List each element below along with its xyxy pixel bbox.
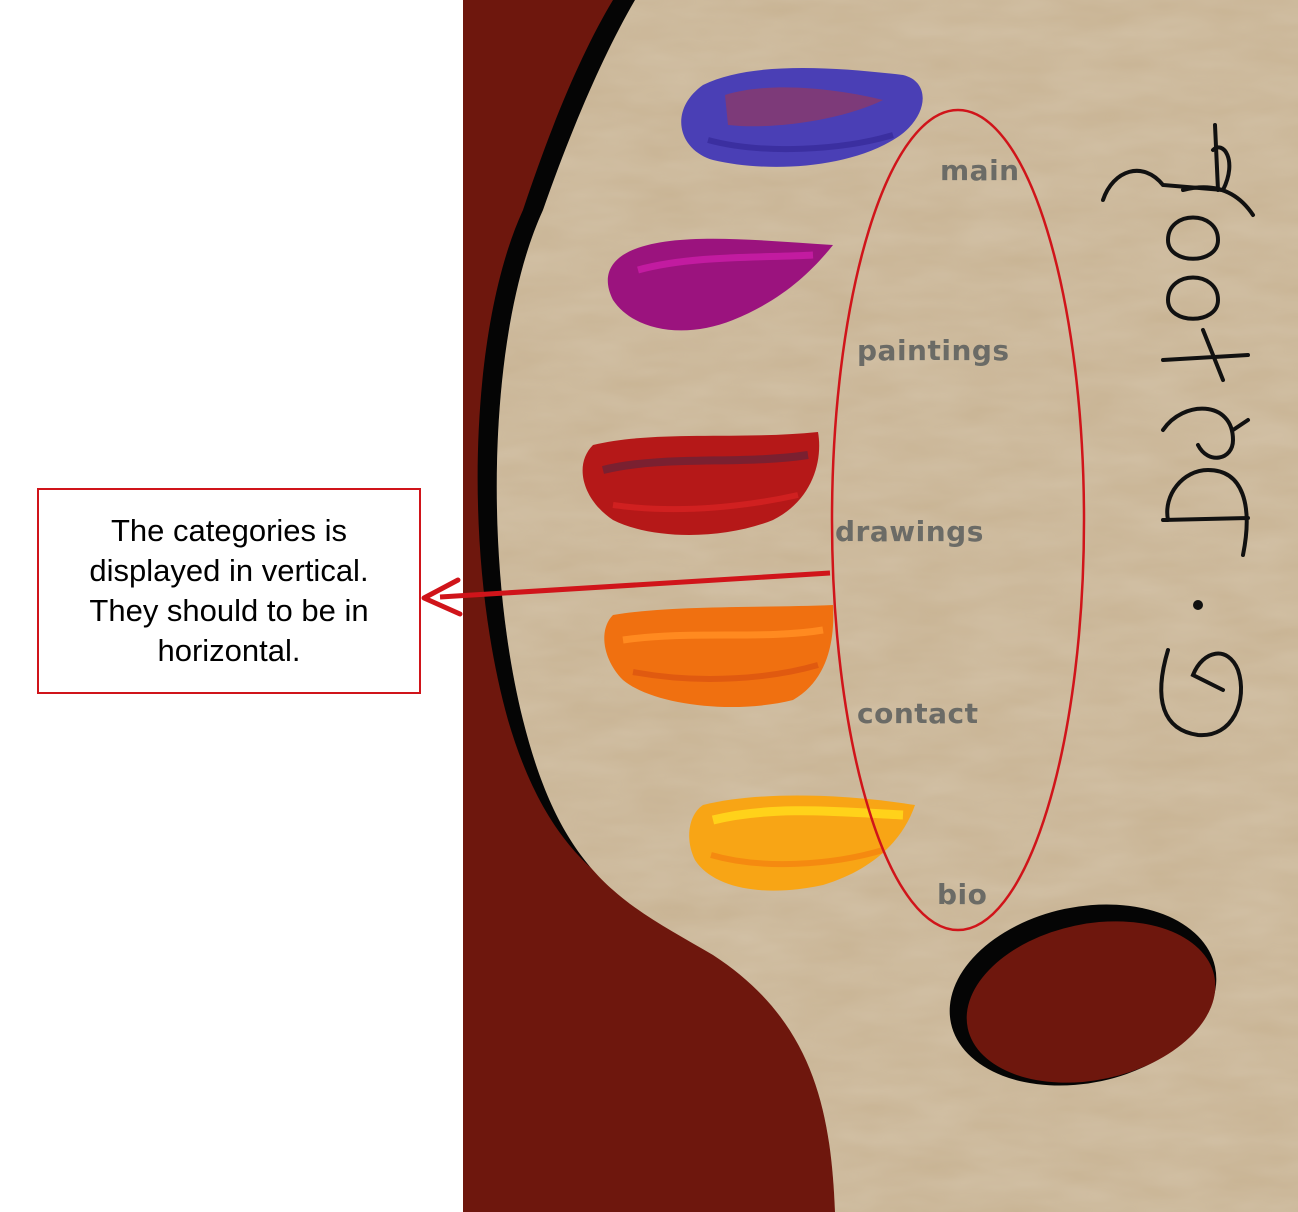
nav-link-bio[interactable]: bio [937, 878, 988, 911]
nav-link-main[interactable]: main [940, 154, 1020, 187]
annotation-arrow-head [421, 577, 463, 617]
nav-link-drawings[interactable]: drawings [835, 515, 984, 548]
site-page: main paintings drawings contact bio [463, 0, 1298, 1212]
nav-link-paintings[interactable]: paintings [857, 334, 1010, 367]
annotation-text: The categories is displayed in vertical.… [89, 513, 369, 668]
signature-logo [1101, 123, 1255, 738]
paint-orange [604, 605, 834, 708]
paint-magenta [607, 238, 833, 331]
annotation-callout-box: The categories is displayed in vertical.… [37, 488, 421, 694]
nav-link-contact[interactable]: contact [857, 697, 979, 730]
paint-red [582, 432, 820, 535]
